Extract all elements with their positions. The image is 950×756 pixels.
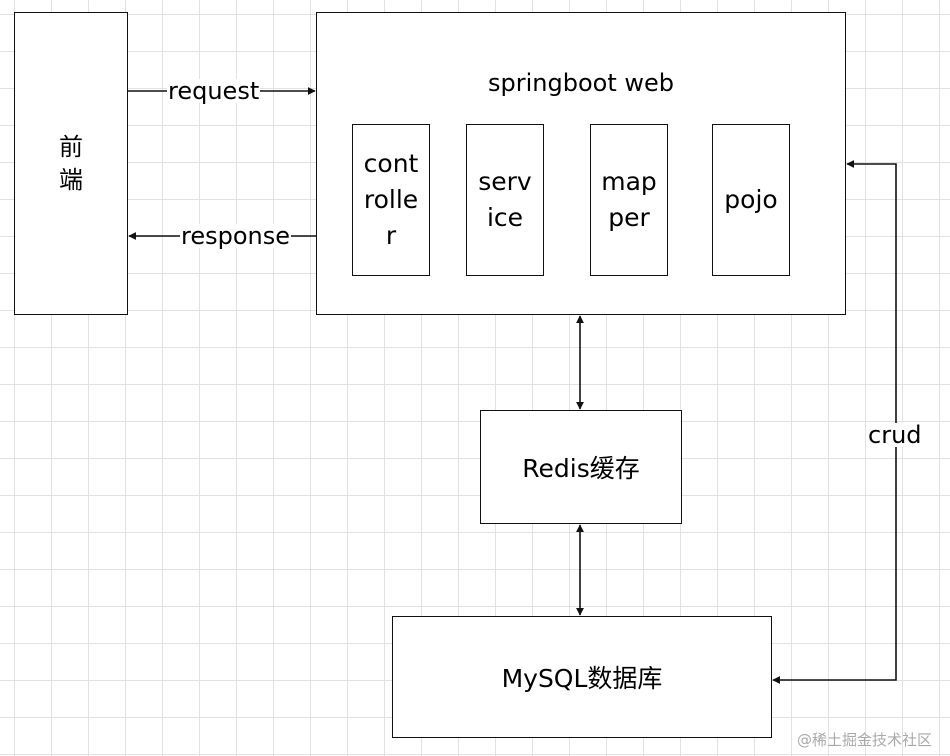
mapper-label: mapper [601,166,657,232]
springboot-title: springboot web [488,69,674,97]
service-label: service [478,166,532,232]
crud-arrow [772,160,897,684]
response-label: response [180,222,292,250]
mysql-box: MySQL数据库 [392,616,772,738]
controller-box: controller [352,124,430,276]
pojo-box: pojo [712,124,790,276]
mysql-label: MySQL数据库 [501,664,663,693]
redis-box: Redis缓存 [480,410,682,524]
controller-label: controller [363,148,419,251]
crud-label: crud [867,421,923,449]
mapper-box: mapper [590,124,668,276]
watermark-text: @稀土掘金技术社区 [796,731,932,749]
frontend-label: 前端 [59,133,83,194]
request-label: request [167,77,261,105]
pojo-label: pojo [724,184,778,214]
frontend-box: 前端 [14,12,128,315]
redis-label: Redis缓存 [522,454,640,483]
service-box: service [466,124,544,276]
